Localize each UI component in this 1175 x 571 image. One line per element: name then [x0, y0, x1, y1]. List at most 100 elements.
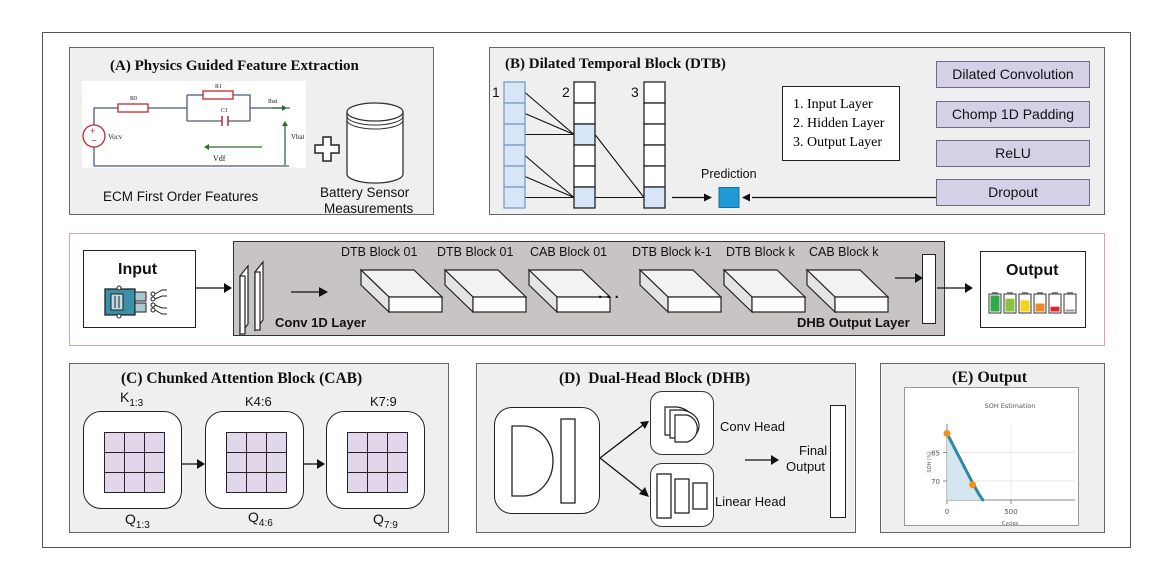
chunk-box-2	[205, 411, 304, 509]
ellipsis: . . .	[598, 285, 619, 302]
layer-cell	[643, 102, 666, 125]
output-box: Output	[980, 251, 1086, 328]
r0-resistor	[117, 103, 149, 113]
x-tick-label: 0	[945, 508, 949, 516]
block-label: DTB Block k	[726, 245, 795, 259]
layer-cell	[503, 102, 526, 125]
layer-cell	[503, 144, 526, 167]
split-arrows	[599, 421, 649, 497]
col-label-1: 1	[492, 84, 500, 100]
layer-cell	[643, 165, 666, 188]
arrow-head	[704, 193, 712, 202]
battery-fill	[990, 295, 1000, 312]
block-label: CAB Block k	[809, 245, 879, 259]
svg-text:C1: C1	[221, 108, 228, 114]
chunk-box-3	[326, 411, 425, 509]
panel-a: (A) Physics Guided Feature Extraction +−…	[69, 47, 434, 216]
layer-cell	[573, 102, 596, 125]
linear-head-box	[650, 463, 714, 527]
plus-icon	[314, 136, 340, 162]
panel-c-title: (C) Chunked Attention Block (CAB)	[121, 370, 363, 387]
input-box: Input	[83, 250, 196, 328]
svg-text:R1: R1	[215, 84, 222, 90]
k-label-1: K1:3	[120, 389, 144, 409]
block-front	[751, 296, 806, 313]
input-arrow	[196, 283, 232, 293]
chunk-arrow	[304, 459, 325, 469]
layer-cell	[503, 165, 526, 188]
svg-text:+: +	[90, 126, 95, 136]
svg-text:Ibat: Ibat	[268, 99, 278, 105]
battery-fill	[1050, 306, 1060, 312]
legend-item: 2. Hidden Layer	[793, 116, 885, 131]
k-label-3: K7:9	[370, 394, 397, 409]
k-label-2: K4:6	[245, 394, 272, 409]
attention-grid	[226, 432, 287, 493]
input-label: Input	[118, 261, 158, 278]
q-label-3: Q7:9	[373, 511, 398, 531]
layer-cell	[573, 165, 596, 188]
battery-cap	[1037, 292, 1043, 294]
q-label-2: Q4:6	[248, 509, 273, 529]
conv-head-box	[650, 391, 714, 455]
y-tick-label: 85	[931, 450, 940, 458]
battery-sensor-icon	[104, 285, 167, 319]
battery-cap	[1022, 292, 1028, 294]
database-cylinder-icon	[346, 102, 404, 184]
connection-line	[524, 92, 575, 135]
dhb-input-box	[494, 407, 600, 514]
linear-head-label: Linear Head	[715, 494, 786, 509]
conv-plate-face	[254, 271, 261, 331]
arrow-head	[742, 193, 750, 202]
panel-c: (C) Chunked Attention Block (CAB) K1:3 K…	[69, 363, 449, 533]
connection-line	[524, 155, 575, 198]
dhb-input-shapes	[511, 418, 576, 504]
svg-text:−: −	[91, 136, 97, 147]
dhb-output-label: DHB Output Layer	[797, 315, 910, 330]
layer-cell	[643, 144, 666, 167]
panel-d: (D) Dual-Head Block (DHB) Conv Head Line…	[476, 363, 856, 533]
y-tick-label: 70	[931, 478, 940, 486]
col-label-3: 3	[631, 84, 639, 100]
svg-text:Vdf: Vdf	[213, 154, 226, 163]
data-point	[969, 481, 977, 489]
battery-body	[1063, 293, 1077, 314]
legend-item: 3. Output Layer	[793, 135, 883, 150]
prediction-label: Prediction	[701, 167, 757, 181]
pipeline-frame	[69, 233, 1105, 346]
connection-line	[524, 175, 575, 199]
panel-e-title: (E) Output	[952, 369, 1028, 386]
battery-cap	[1067, 292, 1073, 294]
sensor-caption-1: Battery Sensor	[320, 185, 410, 200]
r1-resistor	[202, 90, 234, 100]
layer-cell	[573, 186, 596, 209]
battery-fill	[1020, 300, 1030, 312]
prediction-node	[718, 187, 740, 208]
stack-dropout: Dropout	[936, 179, 1090, 206]
stack-chomp-padding: Chomp 1D Padding	[936, 101, 1090, 128]
circuit-diagram: +− Vocv R0 R1 C1 Ibat Vdf Vbat	[82, 84, 305, 167]
layer-cell	[573, 81, 596, 104]
layer-cell	[503, 186, 526, 209]
x-tick-label: 500	[1004, 508, 1017, 516]
attention-grid	[347, 432, 408, 493]
block-front	[834, 296, 889, 313]
conv-1d-label: Conv 1D Layer	[275, 315, 367, 330]
col-label-2: 2	[562, 84, 570, 100]
sensor-caption-2: Measurements	[324, 201, 414, 216]
layer-cell	[573, 123, 596, 146]
final-output-1: Final	[799, 443, 828, 458]
arrow-head	[319, 287, 328, 297]
chart-title: SOH Estimation	[985, 402, 1036, 410]
conv-head-label: Conv Head	[720, 419, 786, 434]
dtb-network	[503, 81, 936, 209]
arrow-head	[915, 273, 923, 283]
layer-cell	[643, 81, 666, 104]
q-label-1: Q1:3	[125, 511, 150, 531]
block-label: DTB Block 01	[437, 245, 514, 259]
dhb-output-bar	[922, 254, 936, 324]
block-front	[388, 296, 443, 313]
